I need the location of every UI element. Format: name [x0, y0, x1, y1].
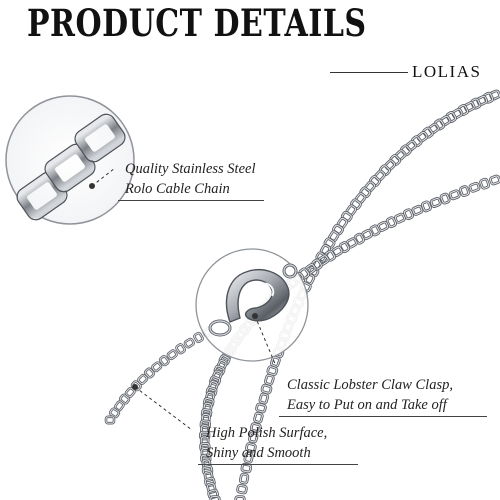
chain-link — [411, 204, 424, 216]
chain-link — [199, 419, 212, 430]
callout-surface: High Polish Surface, Shiny and Smooth — [206, 423, 327, 463]
callout-clasp: Classic Lobster Claw Clasp, Easy to Put … — [287, 375, 453, 415]
chain-link — [143, 367, 156, 379]
callout-dots — [89, 183, 258, 390]
chain-link — [209, 495, 221, 500]
chain-link — [240, 462, 253, 474]
chain-link — [489, 174, 500, 186]
chain-link — [183, 337, 195, 349]
chain-link — [402, 208, 415, 221]
chain-link — [255, 402, 267, 414]
chain-link — [202, 401, 213, 414]
chain-link — [104, 415, 116, 425]
chain-link — [248, 431, 259, 444]
callout-line: Quality Stainless Steel — [125, 161, 256, 177]
chain-zoom-circle — [5, 95, 135, 225]
callout-leaders — [91, 167, 277, 431]
chain-link — [205, 386, 218, 397]
chain-link — [158, 355, 170, 367]
chain-link — [108, 407, 121, 419]
chain-link — [218, 354, 231, 366]
callout-underline — [198, 464, 358, 465]
chain-link — [264, 373, 275, 386]
callout-line: Rolo Cable Chain — [125, 181, 230, 197]
chain-link — [166, 349, 178, 361]
chain-link — [385, 216, 397, 229]
chain-link — [199, 435, 210, 447]
chain-link — [200, 424, 210, 436]
chain-link — [459, 185, 470, 198]
chain-link — [211, 369, 223, 382]
chain-link — [260, 383, 273, 395]
callout-line: Easy to Put on and Take off — [287, 397, 447, 413]
chain-link — [468, 181, 481, 193]
chain-link — [236, 484, 248, 495]
chain-link — [200, 408, 213, 419]
page-title: PRODUCT DETAILS — [27, 2, 367, 46]
callout-underline — [279, 416, 487, 417]
chain-link — [238, 472, 250, 485]
chain-link — [270, 355, 281, 368]
chain-link — [258, 392, 270, 405]
callout-line: High Polish Surface, — [206, 425, 328, 441]
chain-link — [203, 470, 214, 482]
chain-link — [429, 197, 442, 208]
chain-link — [234, 495, 246, 500]
chain-link — [216, 359, 228, 372]
chain-link — [479, 177, 491, 190]
chain-link — [201, 465, 214, 476]
chain-link — [124, 386, 136, 398]
chain-link — [175, 343, 186, 355]
chain-link — [200, 413, 211, 425]
chain-link — [193, 331, 204, 344]
chain-link — [207, 380, 219, 393]
callout-line: Shiny and Smooth — [206, 445, 311, 461]
lobster-clasp — [208, 263, 298, 337]
chain-link — [245, 442, 257, 453]
chain-link — [202, 397, 215, 408]
chain-link — [204, 391, 216, 403]
chain-link — [209, 375, 222, 387]
chain-link — [266, 365, 279, 377]
chain-link — [243, 451, 254, 464]
chain-link — [213, 364, 226, 376]
chain-link — [119, 393, 131, 405]
chain-link — [393, 212, 406, 224]
chain-link — [420, 200, 432, 213]
callout-chain-quality: Quality Stainless Steel Rolo Cable Chain — [125, 159, 255, 199]
chain-link — [199, 442, 211, 452]
brand-name: LOLIAS — [412, 62, 482, 81]
chain-link — [439, 192, 451, 205]
chain-link — [151, 361, 163, 373]
chain-link — [74, 113, 126, 163]
chain-link — [448, 189, 461, 201]
chain-link — [200, 446, 211, 459]
chain-link — [249, 422, 262, 433]
chain-link — [137, 373, 149, 385]
chain-link — [206, 482, 217, 494]
brand-rule — [330, 72, 408, 73]
chain-link — [199, 430, 211, 441]
chain-link — [253, 411, 264, 424]
chain-link — [200, 453, 212, 464]
callout-underline — [118, 200, 264, 201]
chain-link — [204, 476, 216, 488]
callout-line: Classic Lobster Claw Clasp, — [287, 377, 453, 393]
chain-link — [377, 220, 390, 232]
